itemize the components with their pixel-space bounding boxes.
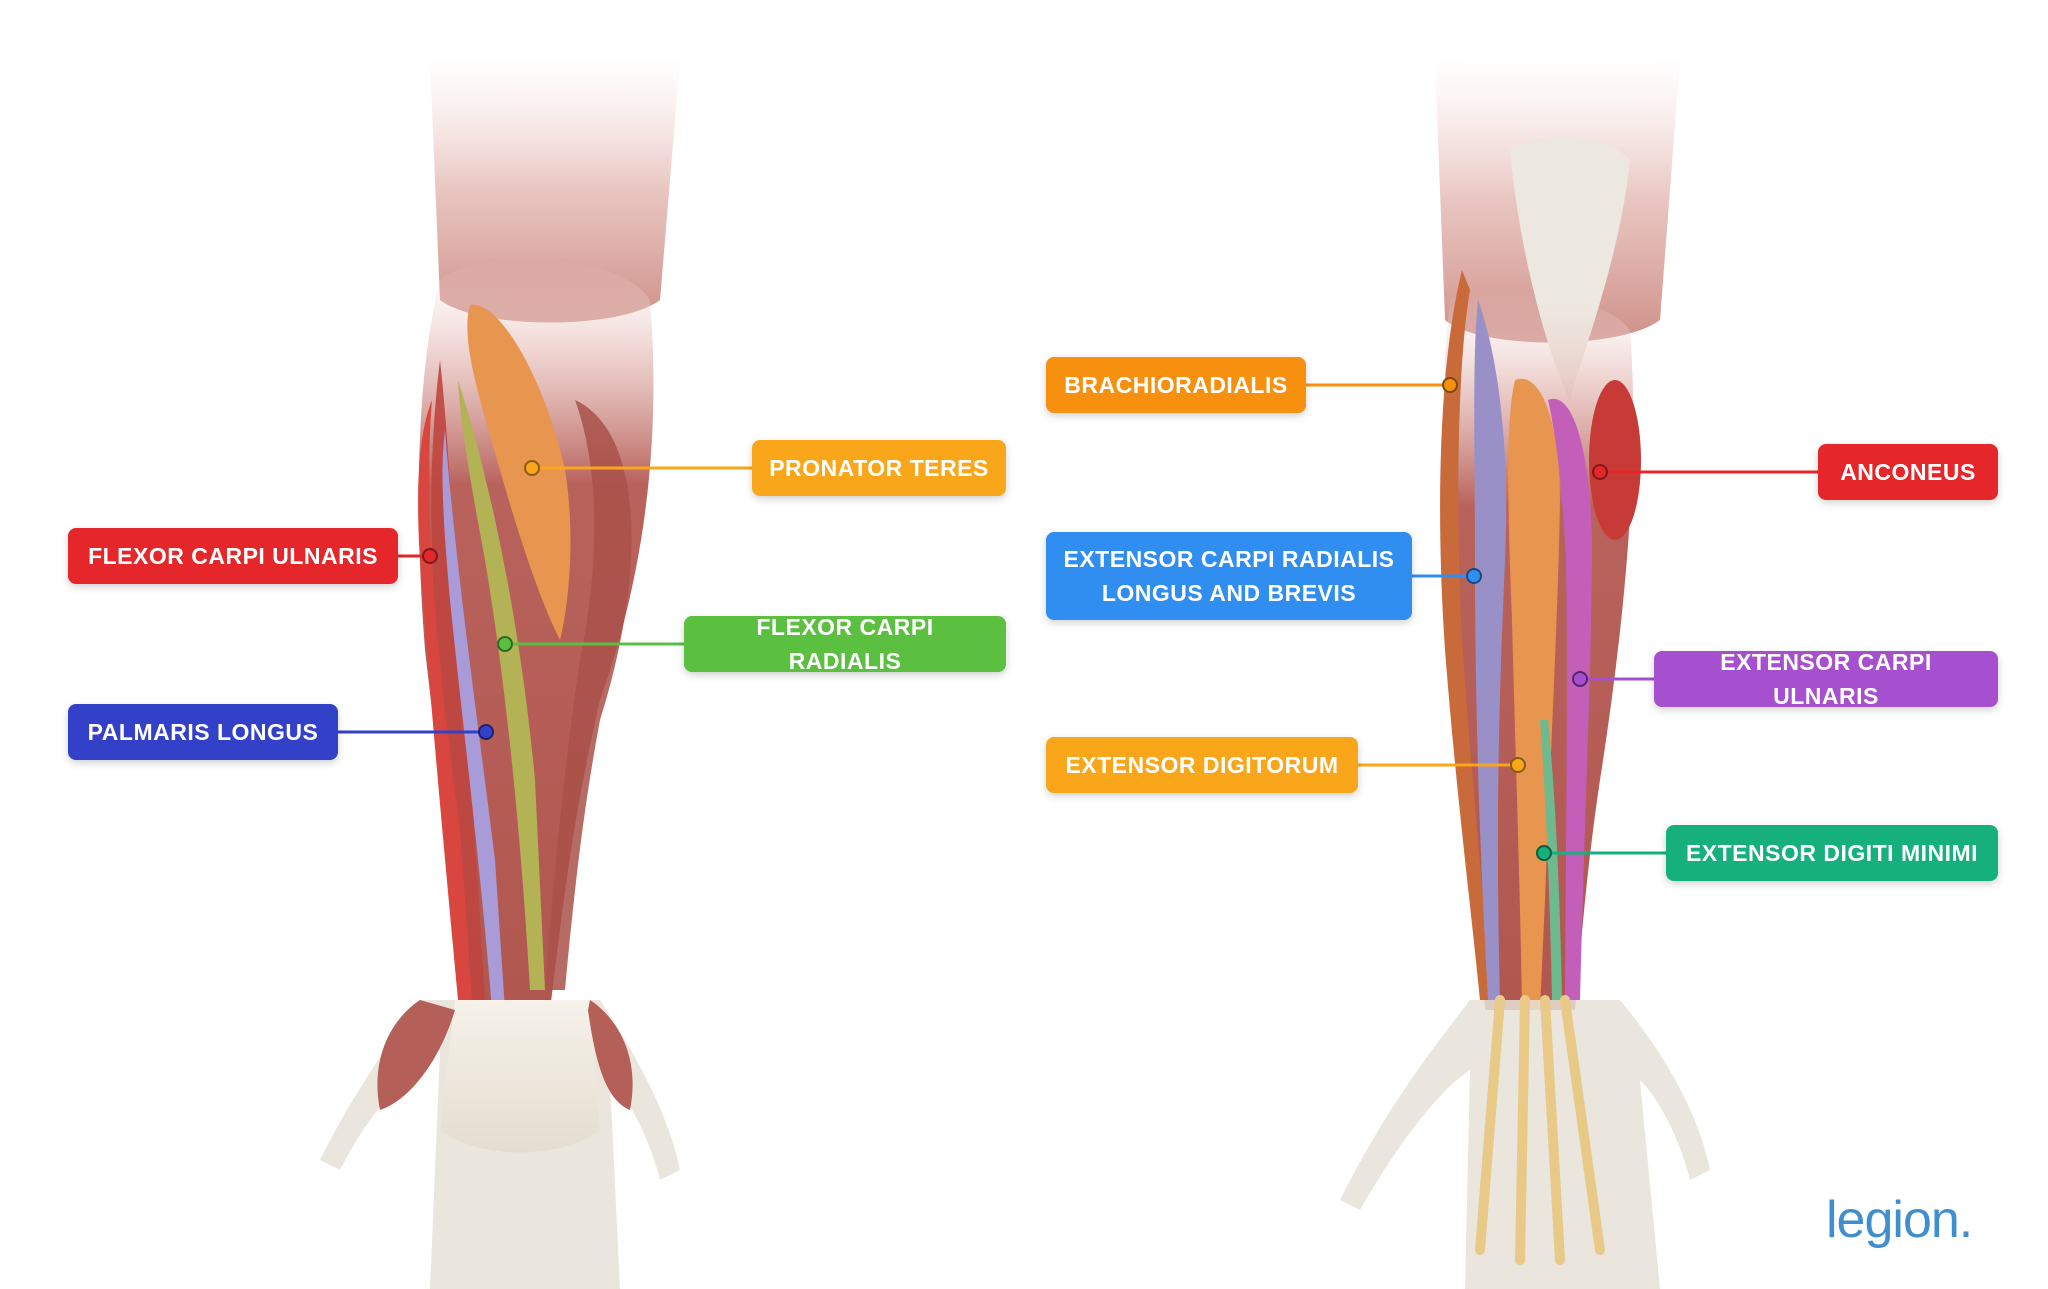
right-brachioradialis-shape bbox=[1440, 270, 1492, 1000]
left-pronator-teres-shape bbox=[467, 304, 571, 640]
label-extensor-digitorum: EXTENSOR DIGITORUM bbox=[1046, 737, 1358, 793]
label-palmaris-longus: PALMARIS LONGUS bbox=[68, 704, 338, 760]
right-extensor-digiti-minimi-shape bbox=[1540, 720, 1562, 1000]
left-hypothenar bbox=[588, 1000, 633, 1110]
label-extensor-carpi-ulnaris: EXTENSOR CARPI ULNARIS bbox=[1654, 649, 1998, 709]
dot-pronator-teres bbox=[524, 460, 540, 476]
right-hand-tendons bbox=[1475, 995, 1605, 1265]
left-upper-arm bbox=[430, 56, 680, 323]
dot-palmaris-longus bbox=[478, 724, 494, 740]
left-thenar bbox=[377, 1000, 455, 1110]
right-triceps-tendon bbox=[1510, 136, 1630, 401]
label-pronator-teres: PRONATOR TERES bbox=[752, 440, 1006, 496]
dot-anconeus bbox=[1592, 464, 1608, 480]
right-extensor-carpi-ulnaris-shape bbox=[1548, 398, 1592, 1000]
right-extensor-carpi-radialis-shape bbox=[1474, 300, 1507, 1000]
right-anconeus-shape bbox=[1589, 380, 1641, 540]
left-flexor-carpi-ulnaris-shape bbox=[418, 400, 472, 1000]
dot-flexor-carpi-radialis bbox=[497, 636, 513, 652]
dot-flexor-carpi-ulnaris bbox=[422, 548, 438, 564]
dot-brachioradialis bbox=[1442, 377, 1458, 393]
dot-extensor-digiti-minimi bbox=[1536, 845, 1552, 861]
left-wrist-retinaculum bbox=[440, 1000, 600, 1153]
label-brachioradialis: BRACHIORADIALIS bbox=[1046, 357, 1306, 413]
leader-lines bbox=[338, 377, 1818, 861]
posterior-forearm bbox=[1340, 56, 1710, 1289]
dot-extensor-digitorum bbox=[1510, 757, 1526, 773]
label-extensor-digiti-minimi: EXTENSOR DIGITI MINIMI bbox=[1666, 825, 1998, 881]
label-extensor-carpi-radialis: EXTENSOR CARPI RADIALIS LONGUS AND BREVI… bbox=[1046, 532, 1412, 620]
label-flexor-carpi-radialis: FLEXOR CARPI RADIALIS bbox=[684, 614, 1006, 674]
legion-logo: legion. bbox=[1826, 1191, 1973, 1249]
label-anconeus: ANCONEUS bbox=[1818, 444, 1998, 500]
anterior-forearm bbox=[320, 56, 680, 1289]
left-flexor-carpi-radialis-shape bbox=[458, 380, 545, 990]
label-flexor-carpi-ulnaris: FLEXOR CARPI ULNARIS bbox=[68, 528, 398, 584]
right-extensor-digitorum-shape bbox=[1508, 378, 1560, 1011]
dot-extensor-carpi-radialis bbox=[1466, 568, 1482, 584]
left-palmaris-longus-shape bbox=[442, 430, 505, 1010]
dot-extensor-carpi-ulnaris bbox=[1572, 671, 1588, 687]
left-muscle-lateral bbox=[545, 400, 632, 990]
